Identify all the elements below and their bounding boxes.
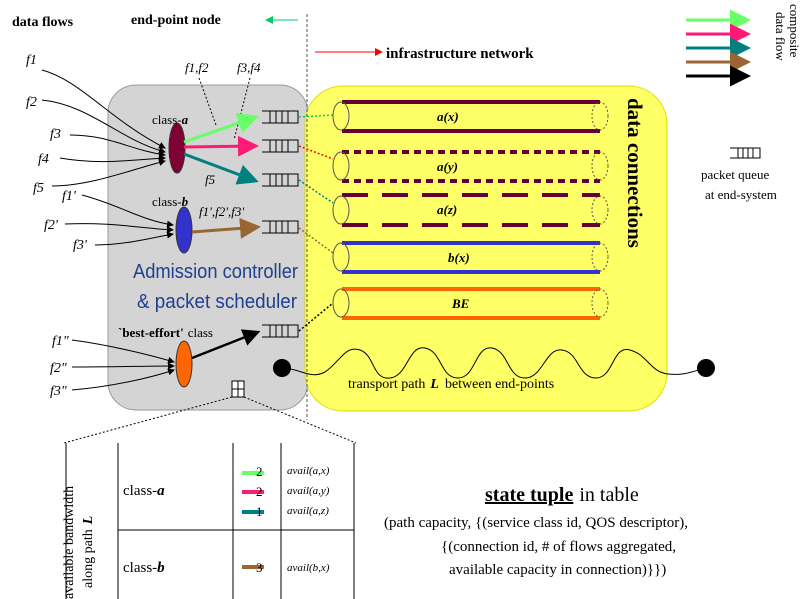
legend-packet-queue: packet queue bbox=[701, 167, 769, 182]
flow-label-f2pp: f2" bbox=[50, 361, 67, 376]
class-b-inputs bbox=[64, 194, 174, 246]
table-avail-bx: avail(b,x) bbox=[287, 562, 330, 574]
best-effort-ellipse bbox=[175, 340, 193, 388]
flow-arrow-bx bbox=[191, 217, 261, 239]
admission-controller-line2: & packet scheduler bbox=[137, 291, 297, 313]
table-count-ay: 2 bbox=[256, 484, 263, 499]
class-a-ellipse bbox=[168, 122, 186, 174]
link-ax bbox=[298, 114, 334, 118]
state-tuple-line3: available capacity in connection)}}) bbox=[449, 562, 666, 578]
group-f1f2-pointer bbox=[198, 77, 217, 126]
table-count-az: 1 bbox=[256, 504, 263, 519]
connection-ax-label: a(x) bbox=[437, 109, 459, 124]
link-be bbox=[298, 302, 334, 332]
connection-be: BE bbox=[332, 287, 609, 320]
table-class-a: class-a bbox=[123, 483, 165, 499]
flow-label-f2p: f2' bbox=[44, 218, 59, 233]
zoom-line-left bbox=[63, 396, 233, 444]
class-a-inputs bbox=[41, 69, 166, 187]
state-table: available bandwidth along pathL class-a … bbox=[62, 443, 355, 599]
class-b-label: class-b bbox=[152, 194, 189, 209]
flow-label-f1: f1 bbox=[26, 53, 37, 68]
class-a-label: class-a bbox=[152, 112, 189, 127]
flow-arrow-ax bbox=[183, 112, 259, 144]
packet-queues bbox=[262, 110, 299, 338]
connection-az-label: a(z) bbox=[437, 202, 457, 217]
flow-label-f5: f5 bbox=[33, 181, 44, 196]
table-side-label-1: available bandwidth bbox=[62, 486, 77, 599]
state-tuple-line1: (path capacity, {(service class id, QOS … bbox=[384, 515, 688, 531]
flow-label-f1p: f1' bbox=[62, 189, 77, 204]
admission-controller-line1: Admission controller bbox=[133, 261, 298, 283]
flow-label-f4: f4 bbox=[38, 152, 49, 167]
flow-arrow-ay bbox=[183, 135, 259, 157]
group-f1f2: f1,f2 bbox=[185, 60, 209, 75]
endpoint-right bbox=[697, 359, 715, 377]
data-connections-title: data connections bbox=[623, 98, 647, 248]
flow-arrow-be bbox=[191, 329, 261, 360]
zoom-line-right bbox=[243, 396, 357, 444]
flow-label-f3pp: f3" bbox=[50, 384, 67, 399]
legend-at-end-system: at end-system bbox=[705, 187, 777, 202]
flow-label-f3: f3 bbox=[50, 127, 61, 142]
link-az bbox=[298, 179, 334, 204]
connection-bx: b(x) bbox=[332, 241, 609, 274]
state-tuple-line2: {(connection id, # of flows aggregated, bbox=[441, 539, 676, 555]
best-effort-label: `best-effort'class bbox=[118, 325, 213, 340]
legend-packet-queue-icon bbox=[730, 147, 761, 159]
flow-label-f3p: f3' bbox=[73, 238, 88, 253]
flow-label-f1pp: f1" bbox=[52, 334, 69, 349]
end-point-node-label: end-point node bbox=[131, 13, 221, 28]
legend-composite: composite bbox=[787, 4, 802, 58]
legend-arrows bbox=[686, 9, 751, 87]
legend-data-flow: data flow bbox=[773, 12, 788, 61]
connection-be-label: BE bbox=[451, 296, 470, 311]
connection-az: a(z) bbox=[332, 193, 609, 227]
flow-labels: f1 f2 f3 f4 f5 f1' f2' f3' f1" f2" f3" bbox=[26, 53, 88, 399]
table-avail-ax: avail(a,x) bbox=[287, 465, 330, 477]
flow-arrow-az bbox=[183, 152, 259, 185]
group-primes: f1',f2',f3' bbox=[199, 204, 244, 219]
table-side-label-2: along pathL bbox=[81, 516, 96, 588]
endpoint-left bbox=[273, 359, 291, 377]
group-f3f4: f3,f4 bbox=[237, 60, 261, 75]
group-f5: f5 bbox=[205, 172, 216, 187]
table-avail-az: avail(a,z) bbox=[287, 505, 329, 517]
table-count-ax: 2 bbox=[256, 464, 263, 479]
connection-bx-label: b(x) bbox=[448, 250, 470, 265]
connection-ay: a(y) bbox=[332, 150, 609, 183]
best-effort-inputs bbox=[71, 339, 175, 391]
data-flows-label: data flows bbox=[12, 15, 74, 30]
connection-ax: a(x) bbox=[332, 100, 609, 133]
table-avail-ay: avail(a,y) bbox=[287, 485, 330, 497]
transport-path-line bbox=[281, 347, 707, 379]
infrastructure-network-label: infrastructure network bbox=[386, 46, 534, 62]
link-bx bbox=[298, 227, 334, 254]
table-count-bx: 3 bbox=[256, 560, 263, 575]
flow-label-f2: f2 bbox=[26, 95, 37, 110]
table-class-b: class-b bbox=[123, 560, 165, 576]
infrastructure-network-box bbox=[304, 85, 668, 412]
class-b-ellipse bbox=[175, 206, 193, 254]
connection-ay-label: a(y) bbox=[437, 159, 458, 174]
